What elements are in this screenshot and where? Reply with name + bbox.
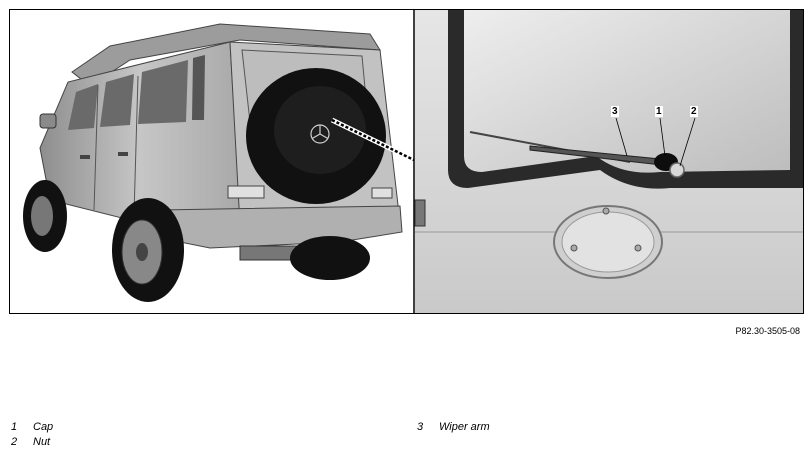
callout-3: 3: [611, 106, 619, 117]
suv-rear-view: [23, 23, 416, 302]
legend-number: 2: [11, 436, 18, 448]
legend-label: Cap: [33, 421, 54, 433]
legend-item: 2 Nut: [11, 435, 53, 450]
legend-left: 1 Cap 2 Nut: [11, 420, 53, 450]
legend-label: Wiper arm: [439, 421, 490, 433]
vehicle-illustration: [23, 10, 803, 313]
nut: [669, 162, 685, 178]
callout-2: 2: [690, 106, 698, 117]
legend-number: 3: [417, 421, 424, 433]
zoom-pointer: [330, 117, 416, 163]
legend-label: Nut: [33, 436, 51, 448]
wiper-detail-view: [414, 10, 803, 313]
illustration-frame: 3 1 2: [9, 9, 804, 314]
legend-item: 3 Wiper arm: [417, 420, 490, 435]
callout-1: 1: [655, 106, 663, 117]
legend-right: 3 Wiper arm: [417, 420, 490, 435]
brand-star-icon: [310, 124, 330, 144]
figure-id-code: P82.30-3505-08: [735, 326, 800, 336]
legend-number: 1: [11, 421, 18, 433]
legend-item: 1 Cap: [11, 420, 53, 435]
